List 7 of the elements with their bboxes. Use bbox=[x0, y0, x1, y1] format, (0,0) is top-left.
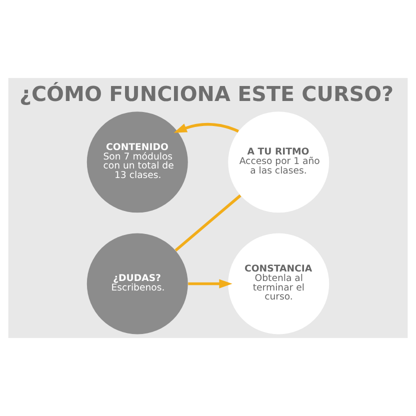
connector bbox=[174, 194, 242, 252]
arrow bbox=[174, 122, 239, 133]
node-circle: ¿DUDAS? Escribenos. bbox=[86, 233, 188, 334]
diagram-title: ¿CÓMO FUNCIONA ESTE CURSO? bbox=[20, 82, 394, 106]
node-circle: A TU RITMO Acceso por 1 año a las clases. bbox=[228, 112, 330, 213]
arrow bbox=[188, 279, 232, 288]
node-circle: CONSTANCIA Obtenla al terminar el curso. bbox=[228, 233, 330, 334]
